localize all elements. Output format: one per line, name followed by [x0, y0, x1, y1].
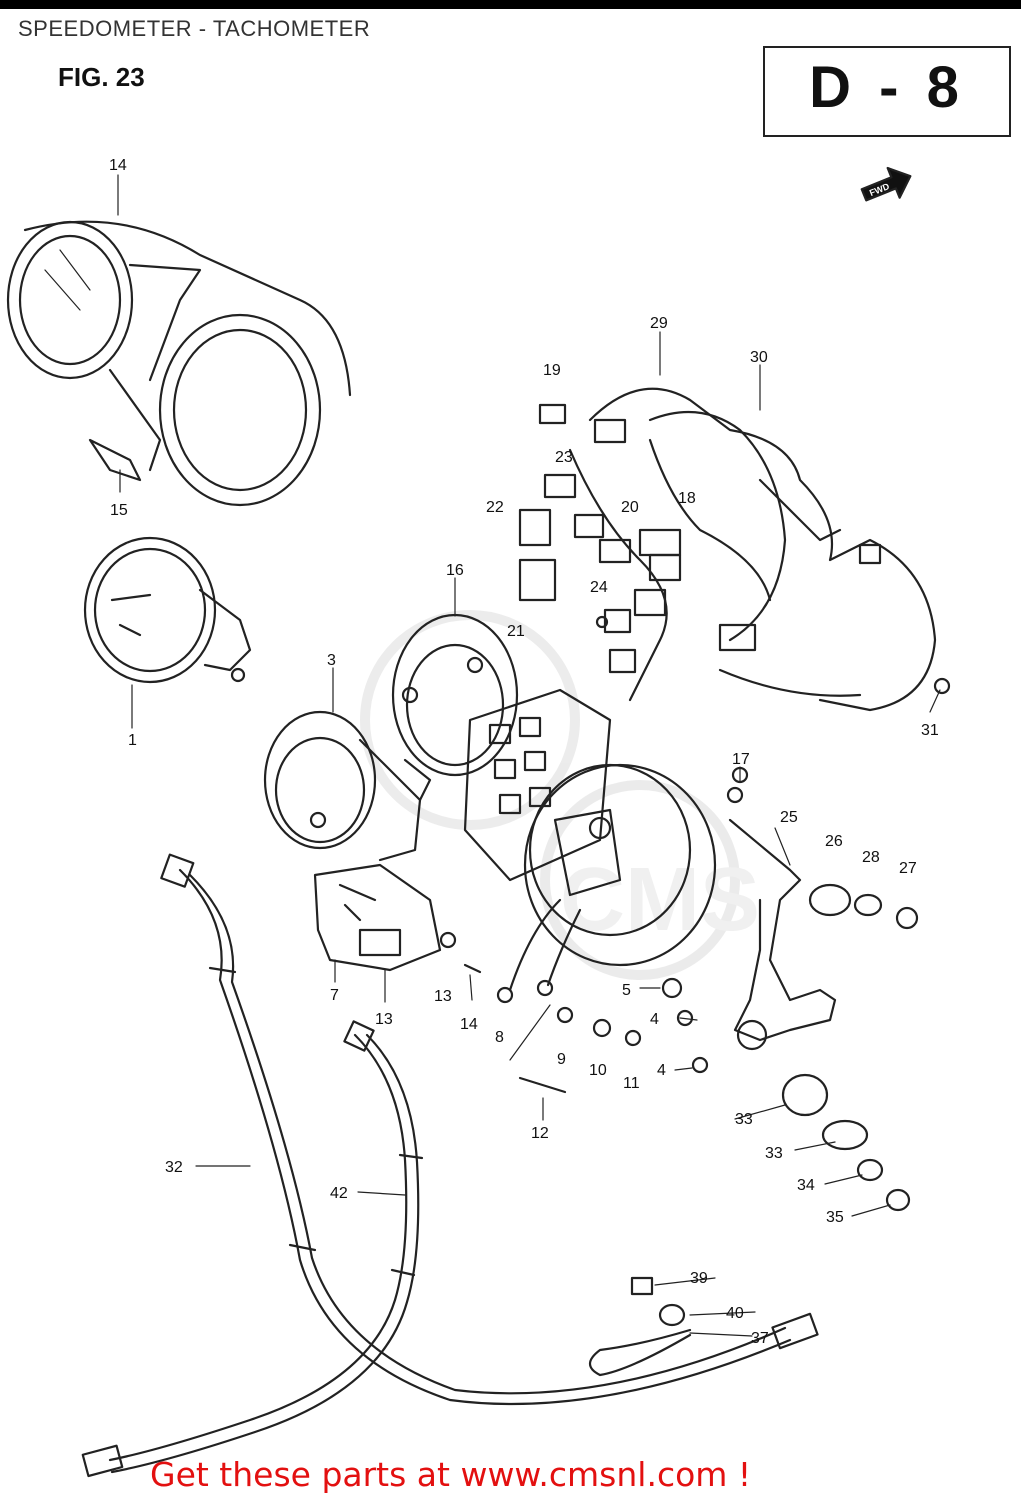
callout-18: 16 [446, 562, 464, 579]
callout-20: 18 [678, 490, 696, 507]
callout-15: 13 [434, 988, 452, 1005]
top-border-bar [0, 0, 1021, 9]
tachometer-cable-42 [81, 1020, 424, 1478]
page-title: SPEEDOMETER - TACHOMETER [18, 16, 371, 41]
callout-33-top: 31 [921, 722, 939, 739]
callout-37: 35 [826, 1209, 844, 1226]
callout-9: 9 [557, 1051, 566, 1068]
callout-3: 3 [327, 652, 336, 669]
watermark-text: CMS [560, 850, 760, 950]
tachometer-dial-3 [263, 710, 422, 862]
meter-bracket-27 [726, 786, 837, 1051]
fuel-gauge-1 [83, 536, 252, 684]
callout-19: 17 [732, 751, 750, 768]
leader-lines [195, 689, 941, 1337]
section-code: D - 8 [809, 55, 965, 120]
callout-17: 15 [110, 502, 128, 519]
forward-arrow-badge: FWD [860, 166, 912, 202]
tacho-movement-7-13 [313, 863, 442, 972]
callout-7: 7 [330, 987, 339, 1004]
speedometer-case [523, 763, 717, 967]
callout-16: 14 [109, 157, 127, 174]
lead-wires-8 [496, 898, 582, 1061]
callout-33-cable: 32 [165, 1159, 183, 1176]
figure-label: FIG. 23 [58, 62, 145, 92]
mount-stack-34-37 [781, 1073, 911, 1212]
cable-clamp-39-41 [588, 1276, 692, 1377]
bulb-sockets-20-26 [518, 403, 772, 702]
callout-13: 13 [375, 1011, 393, 1028]
callout-11: 11 [623, 1075, 640, 1092]
small-hardware [439, 931, 709, 1094]
callout-1: 1 [128, 732, 137, 749]
callout-14: 14 [460, 1016, 478, 1033]
callout-30: 28 [862, 849, 880, 866]
callout-39: 37 [751, 1330, 769, 1347]
callout-40: 39 [690, 1270, 708, 1287]
grommets-28-30 [808, 883, 919, 930]
speedometer-dial-18 [391, 613, 519, 802]
callout-28: 26 [825, 833, 843, 850]
meter-housing-16 [6, 220, 352, 507]
meter-cover-31-32 [588, 387, 937, 712]
callout-34: 33 [735, 1111, 753, 1128]
callout-22: 20 [621, 499, 639, 516]
screw-33-icon [933, 677, 951, 695]
callout-32: 30 [750, 349, 768, 366]
callout-4: 4 [657, 1062, 666, 1079]
callout-36: 34 [797, 1177, 815, 1194]
footer-parts-link[interactable]: Get these parts at www.cmsnl.com ! [150, 1455, 752, 1494]
callout-41: 40 [726, 1305, 744, 1322]
callout-10: 10 [589, 1062, 607, 1079]
callout-31: 29 [650, 315, 668, 332]
callout-26: 24 [590, 579, 608, 596]
callout-29: 27 [899, 860, 917, 877]
callout-5: 4 [650, 1011, 659, 1028]
watermark-logo: CMS [360, 610, 760, 980]
callout-8: 8 [495, 1029, 504, 1046]
callout-12: 12 [531, 1125, 549, 1142]
callout-35: 33 [765, 1145, 783, 1162]
callout-42: 42 [330, 1185, 348, 1202]
indicator-panel [463, 688, 612, 882]
callout-27: 25 [780, 809, 798, 826]
callout-23: 21 [507, 623, 525, 640]
section-code-box: D - 8 [763, 46, 1011, 137]
callout-21: 19 [543, 362, 561, 379]
callout-6: 5 [622, 982, 631, 999]
speedometer-cable-38 [160, 853, 819, 1406]
callout-25: 23 [555, 449, 573, 466]
callout-24: 22 [486, 499, 504, 516]
callout-numbers: 14 15 1 3 16 19 23 22 20 18 24 21 29 30 … [109, 157, 939, 1347]
